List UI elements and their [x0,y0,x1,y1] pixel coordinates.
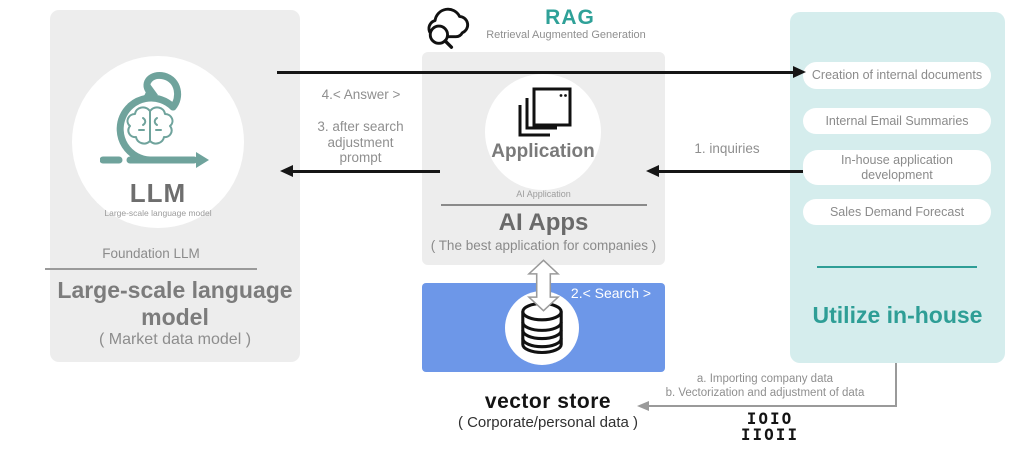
rag-title: RAG [545,6,595,29]
ai-application-label: AI Application [516,189,571,199]
search-double-arrow-icon [527,259,560,312]
prompt-arrow-head [280,165,293,177]
database-icon [521,301,563,354]
import-label-a: a. Importing company data [696,373,834,385]
rag-subtitle: Retrieval Augmented Generation [486,29,646,41]
inhouse-item: Internal Email Summaries [803,108,991,134]
import-label: a. Importing company data b. Vectorizati… [640,372,890,400]
import-arrow-vline [895,363,897,407]
inhouse-item: Creation of internal documents [803,62,991,89]
llm-circle [72,56,244,228]
llm-circle-label: LLM [129,178,187,208]
app-panel-divider [441,204,647,206]
application-label: Application [491,141,595,162]
inhouse-item: Sales Demand Forecast [803,199,991,225]
import-arrow-head [637,401,649,411]
import-arrow-hline [648,405,897,407]
llm-circle-sublabel: Large-scale language model [104,208,212,218]
llm-spiral-brain-icon [100,71,209,168]
answer-arrow-head [793,66,806,78]
inhouse-item: In-house application development [803,150,991,185]
inhouse-divider [817,266,977,268]
llm-subtitle: ( Market data model ) [98,331,252,348]
import-label-b: b. Vectorization and adjustment of data [665,387,865,399]
search-label: 2.< Search > [570,285,652,301]
inquiries-label: 1. inquiries [694,141,760,156]
binary-line2: IIOII [740,425,800,444]
inquiries-arrow-line [657,170,803,173]
inhouse-title: Utilize in-house [812,302,983,328]
stacked-apps-icon [518,87,572,137]
prompt-arrow-line [291,170,440,173]
foundation-llm-label: Foundation LLM [45,246,257,270]
vector-store-title: vector store [484,390,612,413]
answer-arrow-line [277,71,795,74]
answer-label: 4.< Answer > [321,87,401,102]
prompt-label: 3. after search adjustment prompt [317,119,404,165]
llm-title: Large-scale language model [57,277,293,331]
vector-store-subtitle: ( Corporate/personal data ) [457,414,639,431]
inquiries-arrow-head [646,165,659,177]
binary-line1: IOIO [746,409,794,428]
binary-data-icon: IOIO IIOII [720,411,820,443]
ai-apps-title: AI Apps [498,209,589,236]
ai-apps-subtitle: ( The best application for companies ) [430,238,657,253]
cloud-search-icon [427,7,470,49]
